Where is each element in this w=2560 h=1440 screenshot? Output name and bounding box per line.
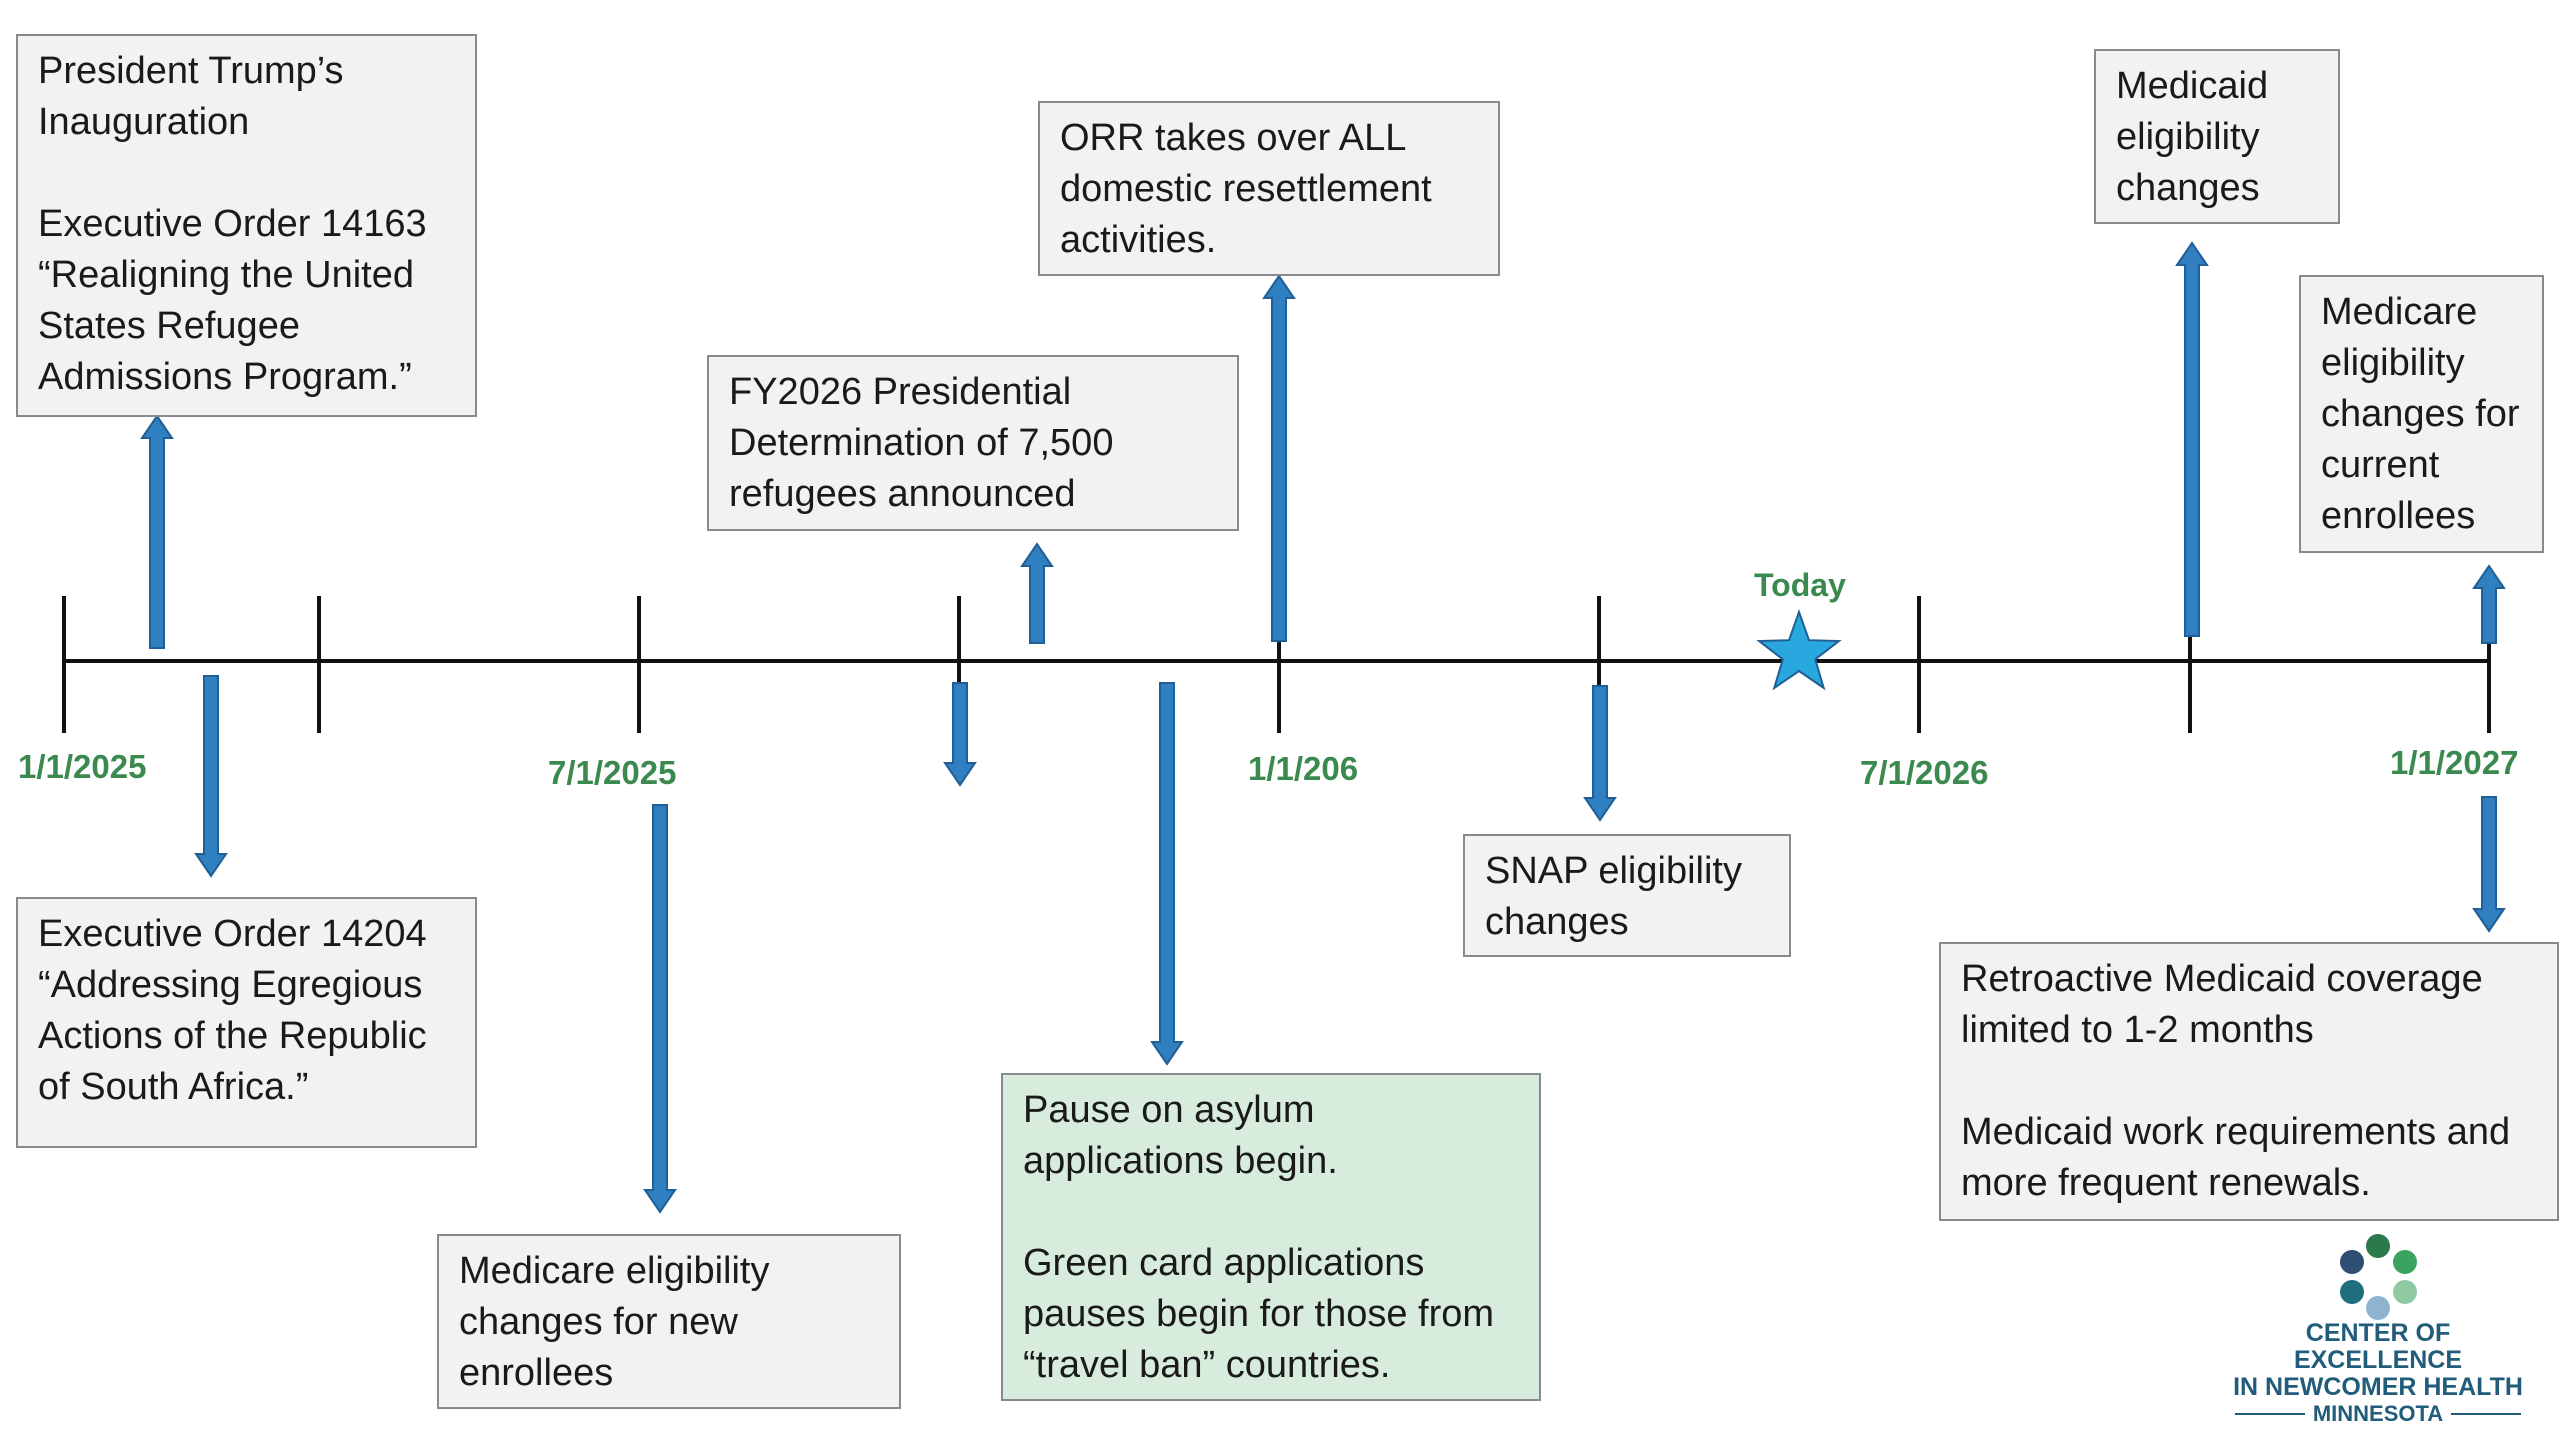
event-box-eo-14204: Executive Order 14204 “Addressing Egregi… (16, 897, 477, 1148)
event-text: Pause on asylum applications begin. (1023, 1089, 1338, 1182)
arrow-down-icon (1583, 685, 1617, 822)
event-text: Executive Order 14204 “Addressing Egregi… (38, 913, 427, 1108)
event-text: Medicaid eligibility changes (2116, 65, 2269, 209)
event-box-medicaid-eligibility: Medicaid eligibility changes (2094, 49, 2340, 224)
event-box-medicare-current: Medicare eligibility changes for current… (2299, 275, 2544, 553)
arrow-down-icon (943, 682, 977, 787)
today-label: Today (1754, 567, 1846, 603)
event-box-medicare-new: Medicare eligibility changes for new enr… (437, 1234, 901, 1409)
date-label-2027-01: 1/1/2027 (2390, 744, 2519, 781)
date-label-2026-01: 1/1/206 (1248, 750, 1359, 787)
event-text: Retroactive Medicaid coverage limited to… (1961, 958, 2483, 1051)
event-box-orr-takeover: ORR takes over ALL domestic resettlement… (1038, 101, 1500, 276)
today-star-icon (1756, 609, 1842, 691)
arrow-up-icon (1020, 542, 1054, 644)
logo-mark-icon (2228, 1234, 2528, 1320)
event-text: Medicare eligibility changes for current… (2321, 291, 2520, 537)
event-box-fy2026-pd: FY2026 Presidential Determination of 7,5… (707, 355, 1239, 531)
arrow-up-icon (2472, 564, 2506, 644)
event-text: Medicaid work requirements and more freq… (1961, 1111, 2511, 1204)
organization-logo: CENTER OF EXCELLENCE IN NEWCOMER HEALTH … (2228, 1234, 2528, 1427)
logo-line-3: MINNESOTA (2228, 1401, 2528, 1427)
logo-line-1: CENTER OF EXCELLENCE (2293, 1319, 2463, 1374)
event-arrows (140, 241, 2506, 1214)
logo-dot (2340, 1280, 2364, 1304)
event-text: SNAP eligibility changes (1485, 850, 1742, 943)
logo-dot (2366, 1234, 2390, 1258)
event-box-inauguration: President Trump’s Inauguration Executive… (16, 34, 477, 417)
event-box-medicaid-retro: Retroactive Medicaid coverage limited to… (1939, 942, 2559, 1221)
arrow-down-icon (194, 675, 228, 878)
logo-dot (2340, 1250, 2364, 1274)
arrow-up-icon (1262, 274, 1296, 642)
event-text: Executive Order 14163 “Realigning the Un… (38, 203, 427, 398)
logo-dot (2393, 1280, 2417, 1304)
arrow-down-icon (1150, 682, 1184, 1066)
arrow-up-icon (140, 414, 174, 649)
event-text: FY2026 Presidential Determination of 7,5… (729, 371, 1114, 515)
event-box-asylum-pause: Pause on asylum applications begin. Gree… (1001, 1073, 1541, 1401)
logo-line-2: IN NEWCOMER HEALTH (2233, 1373, 2523, 1401)
arrow-down-icon (643, 804, 677, 1214)
date-label-2026-07: 7/1/2026 (1860, 754, 1989, 791)
event-text: ORR takes over ALL domestic resettlement… (1060, 117, 1432, 261)
arrow-up-icon (2175, 241, 2209, 637)
event-text: Medicare eligibility changes for new enr… (459, 1250, 770, 1394)
event-box-snap: SNAP eligibility changes (1463, 834, 1791, 957)
logo-dot (2393, 1250, 2417, 1274)
event-text: Green card applications pauses begin for… (1023, 1242, 1495, 1386)
event-text: President Trump’s Inauguration (38, 50, 344, 143)
date-label-2025-01: 1/1/2025 (18, 748, 147, 785)
date-label-2025-07: 7/1/2025 (548, 754, 677, 791)
arrow-down-icon (2472, 796, 2506, 933)
logo-dot (2366, 1296, 2390, 1320)
